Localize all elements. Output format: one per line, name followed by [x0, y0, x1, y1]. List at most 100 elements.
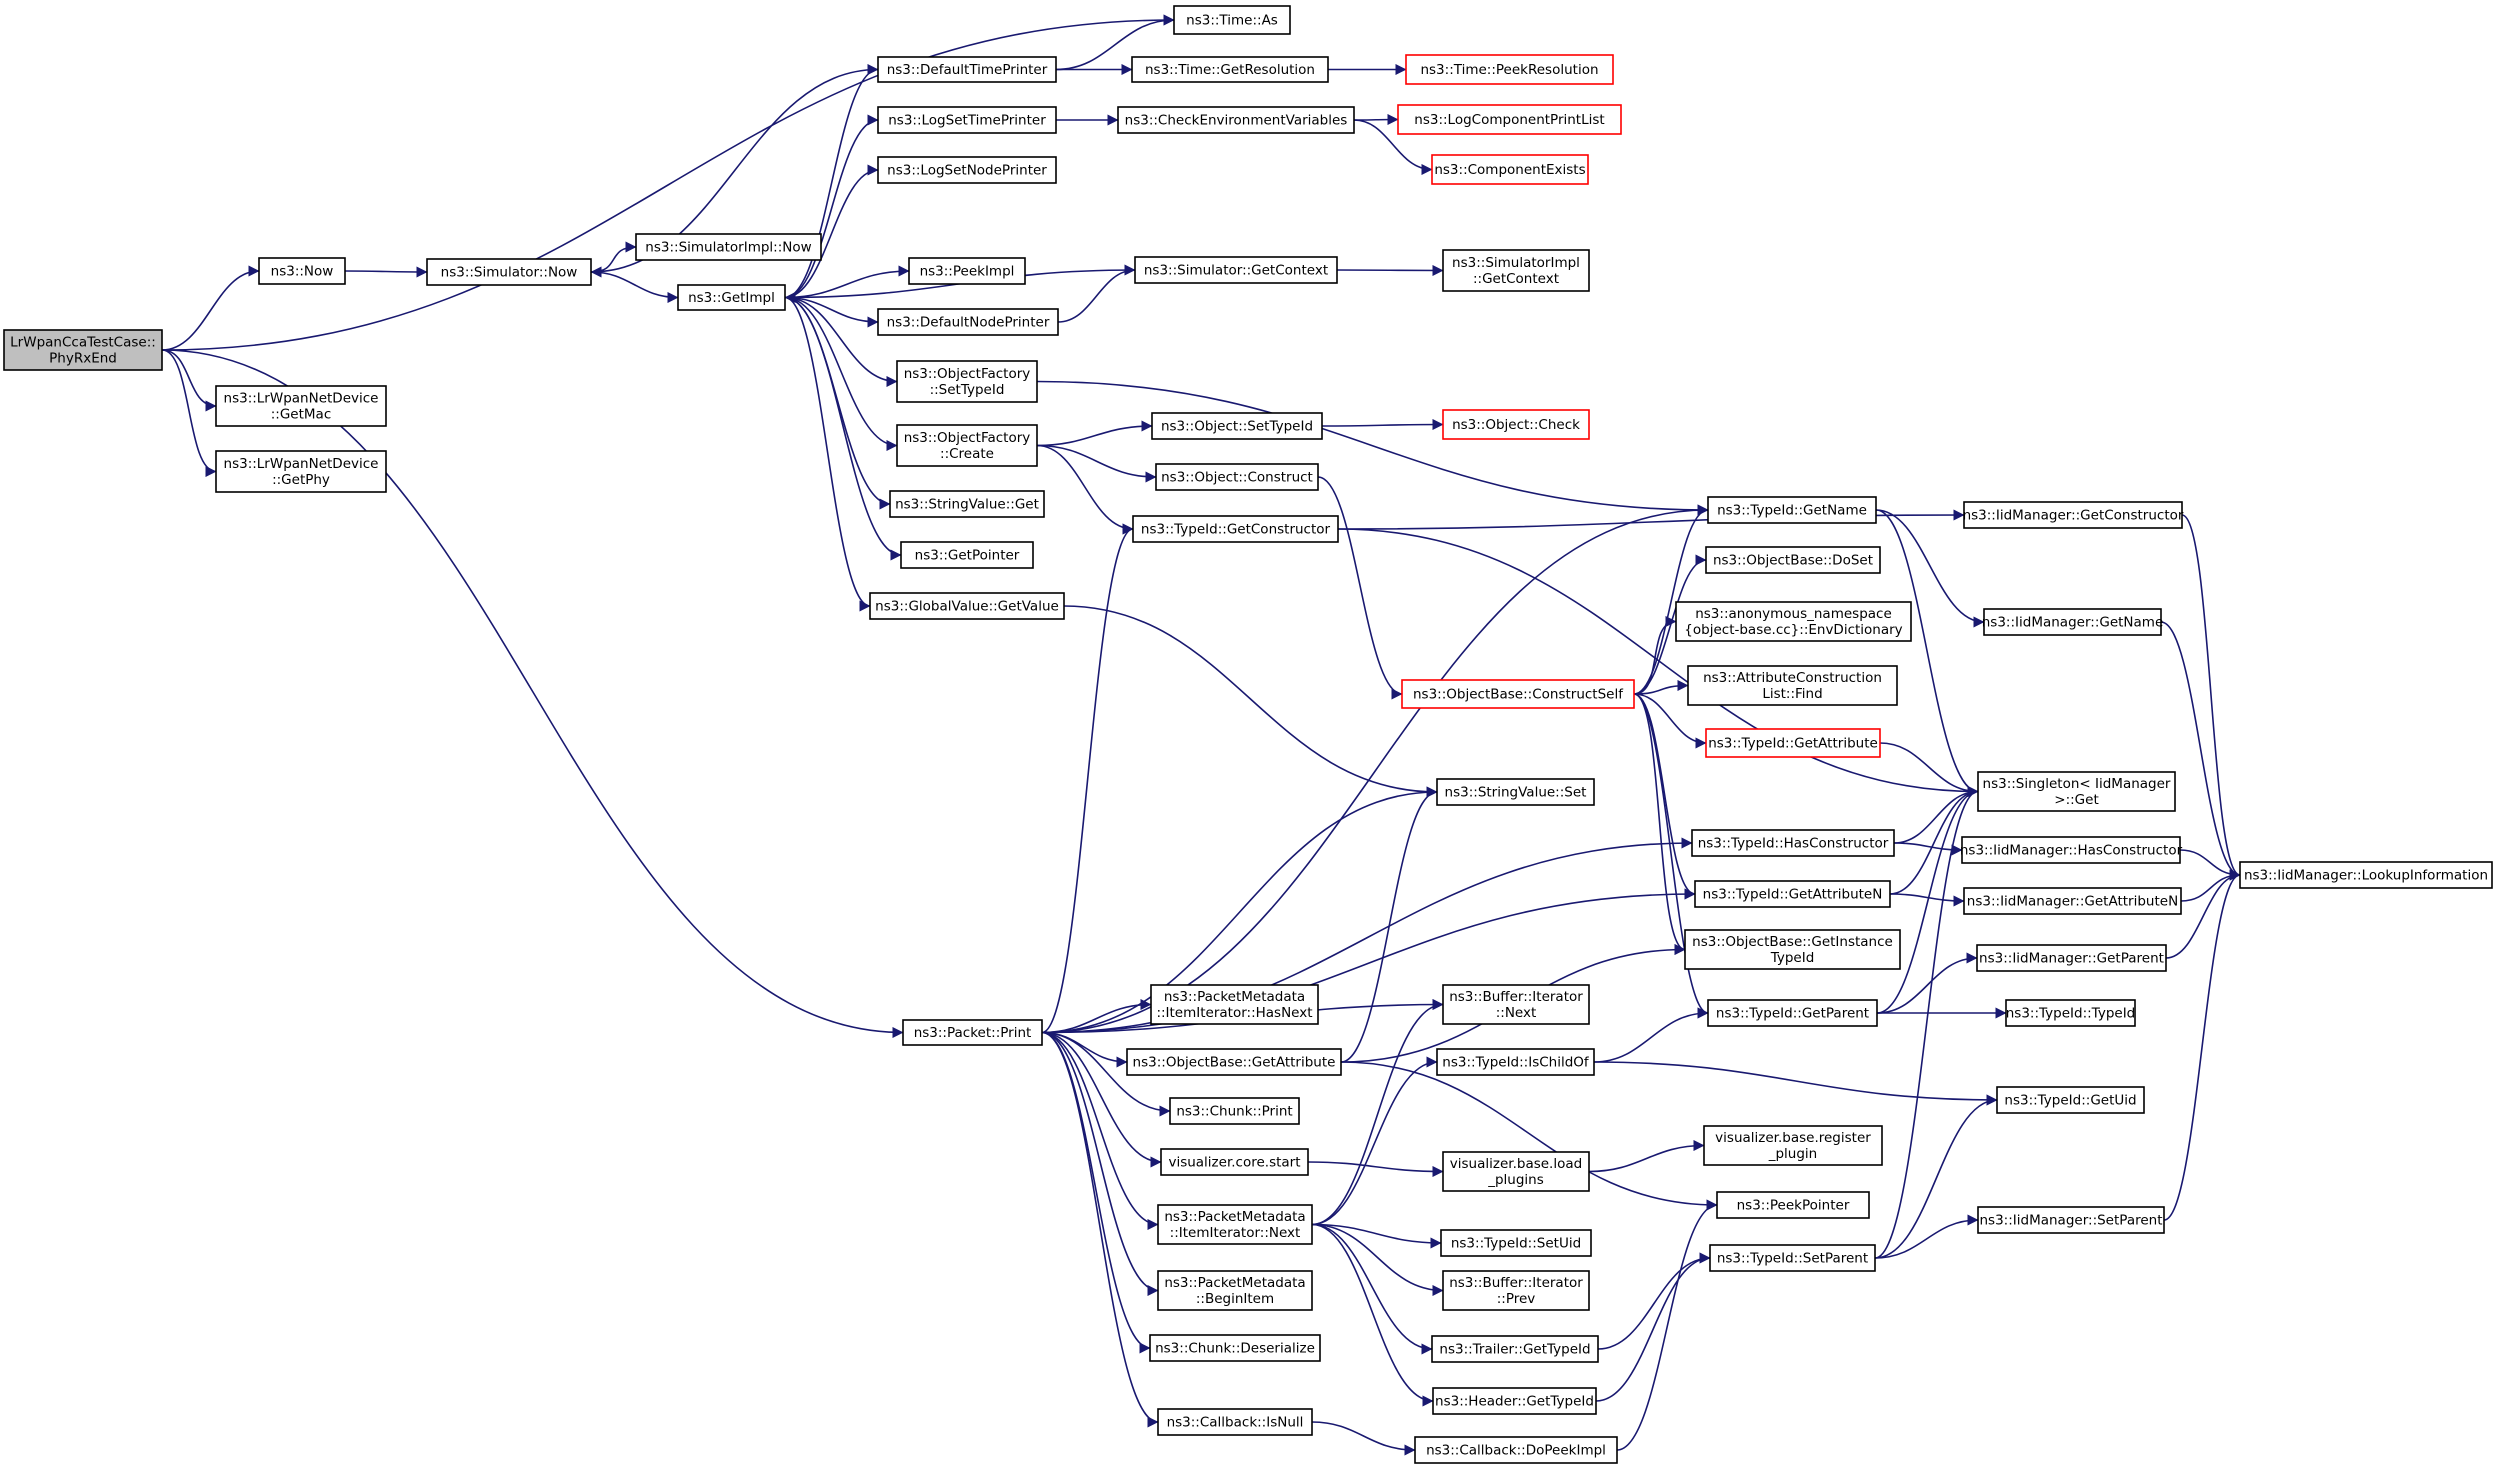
node-logsetnodeprinter[interactable]: ns3::LogSetNodePrinter — [877, 156, 1057, 184]
node-peekresolution[interactable]: ns3::Time::PeekResolution — [1405, 54, 1614, 85]
node-tidsetuid[interactable]: ns3::TypeId::SetUid — [1440, 1229, 1592, 1257]
node-tidischildof[interactable]: ns3::TypeId::IsChildOf — [1436, 1048, 1595, 1076]
node-peekpointer[interactable]: ns3::PeekPointer — [1716, 1191, 1870, 1219]
node-tidgetname[interactable]: ns3::TypeId::GetName — [1707, 496, 1877, 524]
node-iidlookup[interactable]: ns3::IidManager::LookupInformation — [2239, 861, 2493, 889]
node-label: ns3::Callback::DoPeekImpl — [1426, 1443, 1606, 1459]
node-obdoset[interactable]: ns3::ObjectBase::DoSet — [1705, 546, 1881, 574]
node-vizload[interactable]: visualizer.base.load_plugins — [1442, 1151, 1590, 1192]
node-vizregister[interactable]: visualizer.base.register_plugin — [1703, 1125, 1883, 1166]
node-singletonget[interactable]: ns3::Singleton< IidManager>::Get — [1977, 771, 2176, 812]
node-pmbeginitem[interactable]: ns3::PacketMetadata::BeginItem — [1157, 1270, 1313, 1311]
node-label: ns3::TypeId::SetParent — [1717, 1251, 1868, 1267]
node-box — [1401, 679, 1635, 709]
node-box — [1405, 54, 1614, 85]
edge-tidhasconstructor-to-singletonget — [1893, 785, 1979, 844]
node-defaulttimeprinter[interactable]: ns3::DefaultTimePrinter — [877, 56, 1057, 83]
node-label: ns3::CheckEnvironmentVariables — [1125, 113, 1348, 129]
node-getpointer[interactable]: ns3::GetPointer — [900, 541, 1034, 569]
node-getresolution[interactable]: ns3::Time::GetResolution — [1131, 56, 1329, 83]
node-tidgetattributen[interactable]: ns3::TypeId::GetAttributeN — [1694, 880, 1891, 908]
node-chunkdeser[interactable]: ns3::Chunk::Deserialize — [1149, 1334, 1321, 1362]
node-iidgetparent[interactable]: ns3::IidManager::GetParent — [1976, 944, 2167, 972]
node-box — [1442, 409, 1590, 440]
node-chunkprint[interactable]: ns3::Chunk::Print — [1169, 1097, 1300, 1125]
node-label: ns3::TypeId::GetParent — [1716, 1006, 1869, 1022]
node-cbdopeekimpl[interactable]: ns3::Callback::DoPeekImpl — [1414, 1436, 1618, 1464]
node-envdict[interactable]: ns3::anonymous_namespace{object-base.cc}… — [1675, 601, 1912, 642]
node-trailergettid[interactable]: ns3::Trailer::GetTypeId — [1431, 1335, 1599, 1363]
node-box — [900, 541, 1034, 569]
node-gvgetvalue[interactable]: ns3::GlobalValue::GetValue — [869, 592, 1065, 620]
node-tidgetconstructor[interactable]: ns3::TypeId::GetConstructor — [1132, 515, 1339, 543]
node-pmnext[interactable]: ns3::PacketMetadata::ItemIterator::Next — [1157, 1204, 1313, 1245]
node-iidhasconstructor[interactable]: ns3::IidManager::HasConstructor — [1960, 836, 2183, 864]
node-now[interactable]: ns3::Now — [258, 257, 346, 285]
node-iidsetparent[interactable]: ns3::IidManager::SetParent — [1977, 1206, 2165, 1234]
edge-tidsetparent-to-singletonget — [1874, 786, 1979, 1259]
node-getmac[interactable]: ns3::LrWpanNetDevice::GetMac — [215, 385, 387, 427]
edge-pmnext-to-headergettid — [1311, 1223, 1434, 1407]
node-objcheck[interactable]: ns3::Object::Check — [1442, 409, 1590, 440]
node-getimpl[interactable]: ns3::GetImpl — [677, 284, 786, 311]
node-iidgetname[interactable]: ns3::IidManager::GetName — [1982, 608, 2164, 636]
node-ofsettypeid[interactable]: ns3::ObjectFactory::SetTypeId — [896, 360, 1038, 403]
node-box — [1134, 256, 1338, 284]
node-obgetattribute[interactable]: ns3::ObjectBase::GetAttribute — [1126, 1048, 1342, 1076]
node-tidhasconstructor[interactable]: ns3::TypeId::HasConstructor — [1691, 829, 1895, 857]
node-box — [2239, 861, 2493, 889]
node-tidgetattribute[interactable]: ns3::TypeId::GetAttribute — [1705, 728, 1881, 758]
node-label: ns3::StringValue::Get — [895, 497, 1039, 513]
node-peekimpl[interactable]: ns3::PeekImpl — [908, 257, 1026, 285]
node-vizstart[interactable]: visualizer.core.start — [1160, 1148, 1309, 1176]
node-svset[interactable]: ns3::StringValue::Set — [1436, 778, 1595, 806]
node-tidgetuid[interactable]: ns3::TypeId::GetUid — [1996, 1086, 2145, 1114]
edge-constructself-to-tidgetname — [1633, 504, 1709, 695]
edge-packetprint-to-vizstart — [1041, 1031, 1162, 1168]
node-pmhasnext[interactable]: ns3::PacketMetadata::ItemIterator::HasNe… — [1150, 984, 1319, 1025]
node-box — [1996, 1086, 2145, 1114]
node-label: ns3::Object::SetTypeId — [1161, 419, 1313, 435]
edge-constructself-to-tidgetattribute — [1633, 693, 1707, 749]
node-simgetcontext[interactable]: ns3::Simulator::GetContext — [1134, 256, 1338, 284]
node-getphy[interactable]: ns3::LrWpanNetDevice::GetPhy — [215, 450, 387, 493]
node-root[interactable]: LrWpanCcaTestCase::PhyRxEnd — [3, 329, 163, 371]
node-iidgetconstructor[interactable]: ns3::IidManager::GetConstructor — [1963, 501, 2184, 529]
node-headergettid[interactable]: ns3::Header::GetTypeId — [1432, 1387, 1597, 1415]
node-defaultnodeprinter[interactable]: ns3::DefaultNodePrinter — [877, 308, 1059, 336]
node-cbisnull[interactable]: ns3::Callback::IsNull — [1157, 1408, 1313, 1436]
node-compexists[interactable]: ns3::ComponentExists — [1431, 154, 1589, 185]
node-box — [877, 56, 1057, 83]
node-logsettimeprinter[interactable]: ns3::LogSetTimePrinter — [877, 106, 1057, 134]
node-logcompprint[interactable]: ns3::LogComponentPrintList — [1397, 104, 1622, 135]
node-box — [889, 490, 1045, 518]
node-ofcreate[interactable]: ns3::ObjectFactory::Create — [896, 424, 1038, 467]
node-tidgetparent[interactable]: ns3::TypeId::GetParent — [1707, 999, 1878, 1027]
node-constructself[interactable]: ns3::ObjectBase::ConstructSelf — [1401, 679, 1635, 709]
node-bufnext[interactable]: ns3::Buffer::Iterator::Next — [1442, 984, 1590, 1025]
edge-obgetattribute-to-svset — [1340, 786, 1438, 1063]
node-simimplgetcontext[interactable]: ns3::SimulatorImpl::GetContext — [1442, 249, 1590, 292]
node-label: ::GetContext — [1473, 271, 1559, 287]
node-box — [877, 308, 1059, 336]
edge-vizload-to-vizregister — [1588, 1139, 1705, 1173]
node-stringvalueget[interactable]: ns3::StringValue::Get — [889, 490, 1045, 518]
edge-tidgetattributen-to-singletonget — [1889, 785, 1979, 895]
node-checkenv[interactable]: ns3::CheckEnvironmentVariables — [1117, 106, 1355, 134]
node-objsettypeid[interactable]: ns3::Object::SetTypeId — [1151, 412, 1323, 440]
node-simimplnow[interactable]: ns3::SimulatorImpl::Now — [635, 233, 822, 261]
node-label: ns3::ObjectBase::DoSet — [1713, 553, 1873, 569]
node-label: {object-base.cc}::EnvDictionary — [1684, 622, 1902, 638]
node-tidtypeid[interactable]: ns3::TypeId::TypeId — [2005, 999, 2136, 1027]
node-tidsetparent[interactable]: ns3::TypeId::SetParent — [1709, 1244, 1876, 1272]
node-label: ::GetPhy — [272, 472, 330, 488]
edge-packetprint-to-tidgetname — [1041, 504, 1709, 1034]
node-simnow[interactable]: ns3::Simulator::Now — [426, 258, 592, 286]
node-bufprev[interactable]: ns3::Buffer::Iterator::Prev — [1442, 1270, 1590, 1311]
node-packetprint[interactable]: ns3::Packet::Print — [902, 1019, 1043, 1046]
node-iidgetattributen[interactable]: ns3::IidManager::GetAttributeN — [1963, 887, 2182, 915]
node-objconstruct[interactable]: ns3::Object::Construct — [1155, 463, 1319, 491]
node-time_as[interactable]: ns3::Time::As — [1173, 5, 1291, 35]
